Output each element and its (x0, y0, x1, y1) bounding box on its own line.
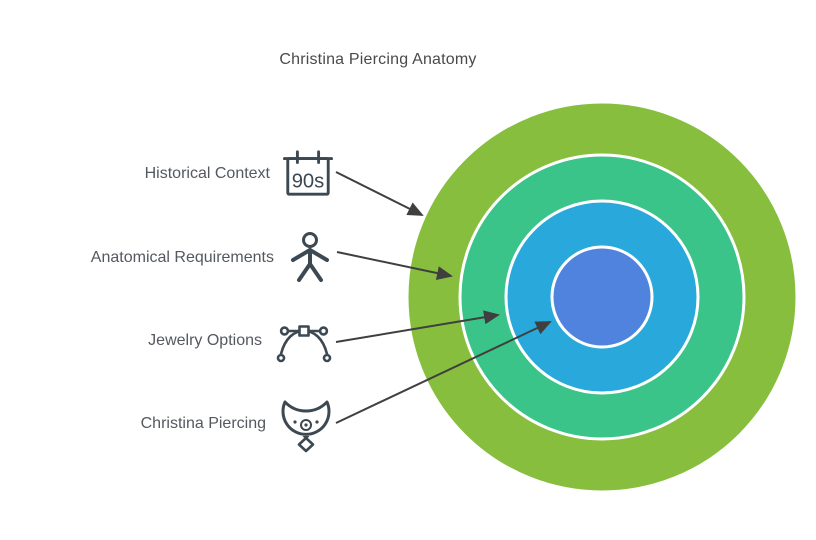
ring-1-anatomical-requirements (458, 153, 746, 441)
legend-label: Historical Context (144, 165, 270, 182)
arrow-3 (335, 321, 552, 424)
ring-3-christina-piercing (550, 245, 654, 349)
legend-label: Christina Piercing (140, 415, 266, 432)
arrow-2 (335, 310, 500, 343)
ring-2-jewelry-options (504, 199, 700, 395)
calendar-badge-text: 90s (292, 170, 325, 192)
page-title: Christina Piercing Anatomy (279, 51, 477, 68)
legend-item-jewelry-options: Jewelry Options (0, 313, 334, 369)
legend-item-historical-context: Historical Context 90s (0, 146, 334, 202)
ring-0-historical-context (405, 100, 799, 494)
necklace-icon (278, 395, 334, 453)
legend-item-anatomical-requirements: Anatomical Requirements (0, 230, 334, 286)
calendar-90s-icon: 90s (282, 148, 334, 200)
arrow-0 (335, 171, 424, 216)
arrow-1 (336, 251, 453, 280)
person-icon (286, 231, 334, 285)
bezier-curve-icon (274, 319, 334, 363)
legend-item-christina-piercing: Christina Piercing (0, 395, 334, 453)
legend-label: Jewelry Options (148, 332, 262, 349)
legend-label: Anatomical Requirements (90, 249, 274, 266)
